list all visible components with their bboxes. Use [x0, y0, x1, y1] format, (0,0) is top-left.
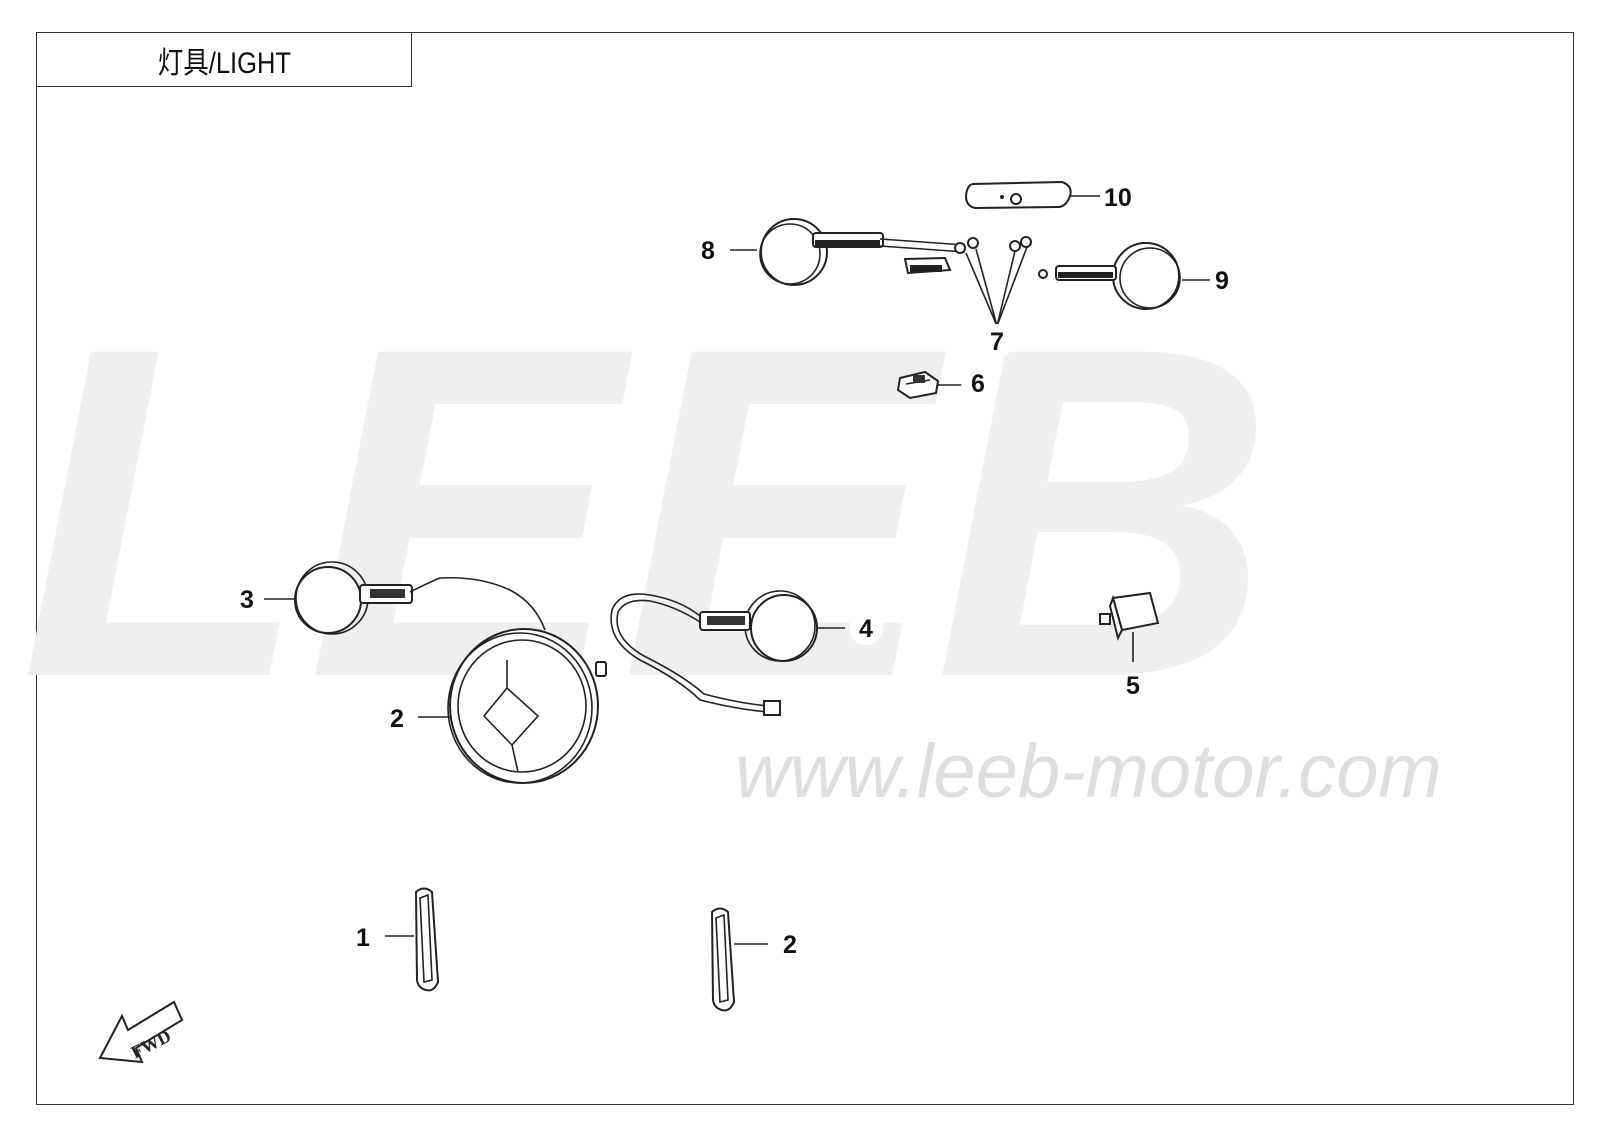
callout-8: 8 — [701, 237, 715, 265]
callout-4: 4 — [859, 615, 873, 643]
part-1-reflector — [414, 887, 440, 992]
part-5-switch — [1099, 591, 1160, 641]
callout-10: 10 — [1104, 184, 1132, 212]
title-box: 灯具/LIGHT — [36, 32, 412, 87]
callout-6: 6 — [971, 370, 985, 398]
callout-3: 3 — [240, 586, 254, 614]
callout-2-reflector: 2 — [783, 931, 797, 959]
page-title: 灯具/LIGHT — [157, 46, 291, 80]
callouts: 10 8 9 7 6 3 4 5 2 1 2 — [230, 184, 1229, 959]
part-10-plate — [964, 180, 1072, 210]
part-9-rear-signal-right — [1055, 242, 1181, 310]
callout-5: 5 — [1126, 672, 1140, 700]
watermark-brand: LEEB — [20, 250, 1274, 775]
callout-9: 9 — [1215, 267, 1229, 295]
callout-7: 7 — [990, 328, 1004, 356]
part-8-rear-signal-left — [759, 218, 966, 286]
watermark-url: www.leeb-motor.com — [735, 729, 1442, 814]
part-4-front-signal-right — [610, 590, 818, 716]
diagram-frame — [36, 32, 1574, 1105]
part-2-reflector — [710, 907, 736, 1012]
part-6-relay — [896, 370, 940, 400]
fwd-arrow-icon: FWD — [98, 1000, 184, 1064]
callout-2-headlight: 2 — [390, 705, 404, 733]
part-3-front-signal-left — [294, 561, 546, 635]
callout-1: 1 — [356, 924, 370, 952]
part-2-headlight — [447, 628, 607, 784]
